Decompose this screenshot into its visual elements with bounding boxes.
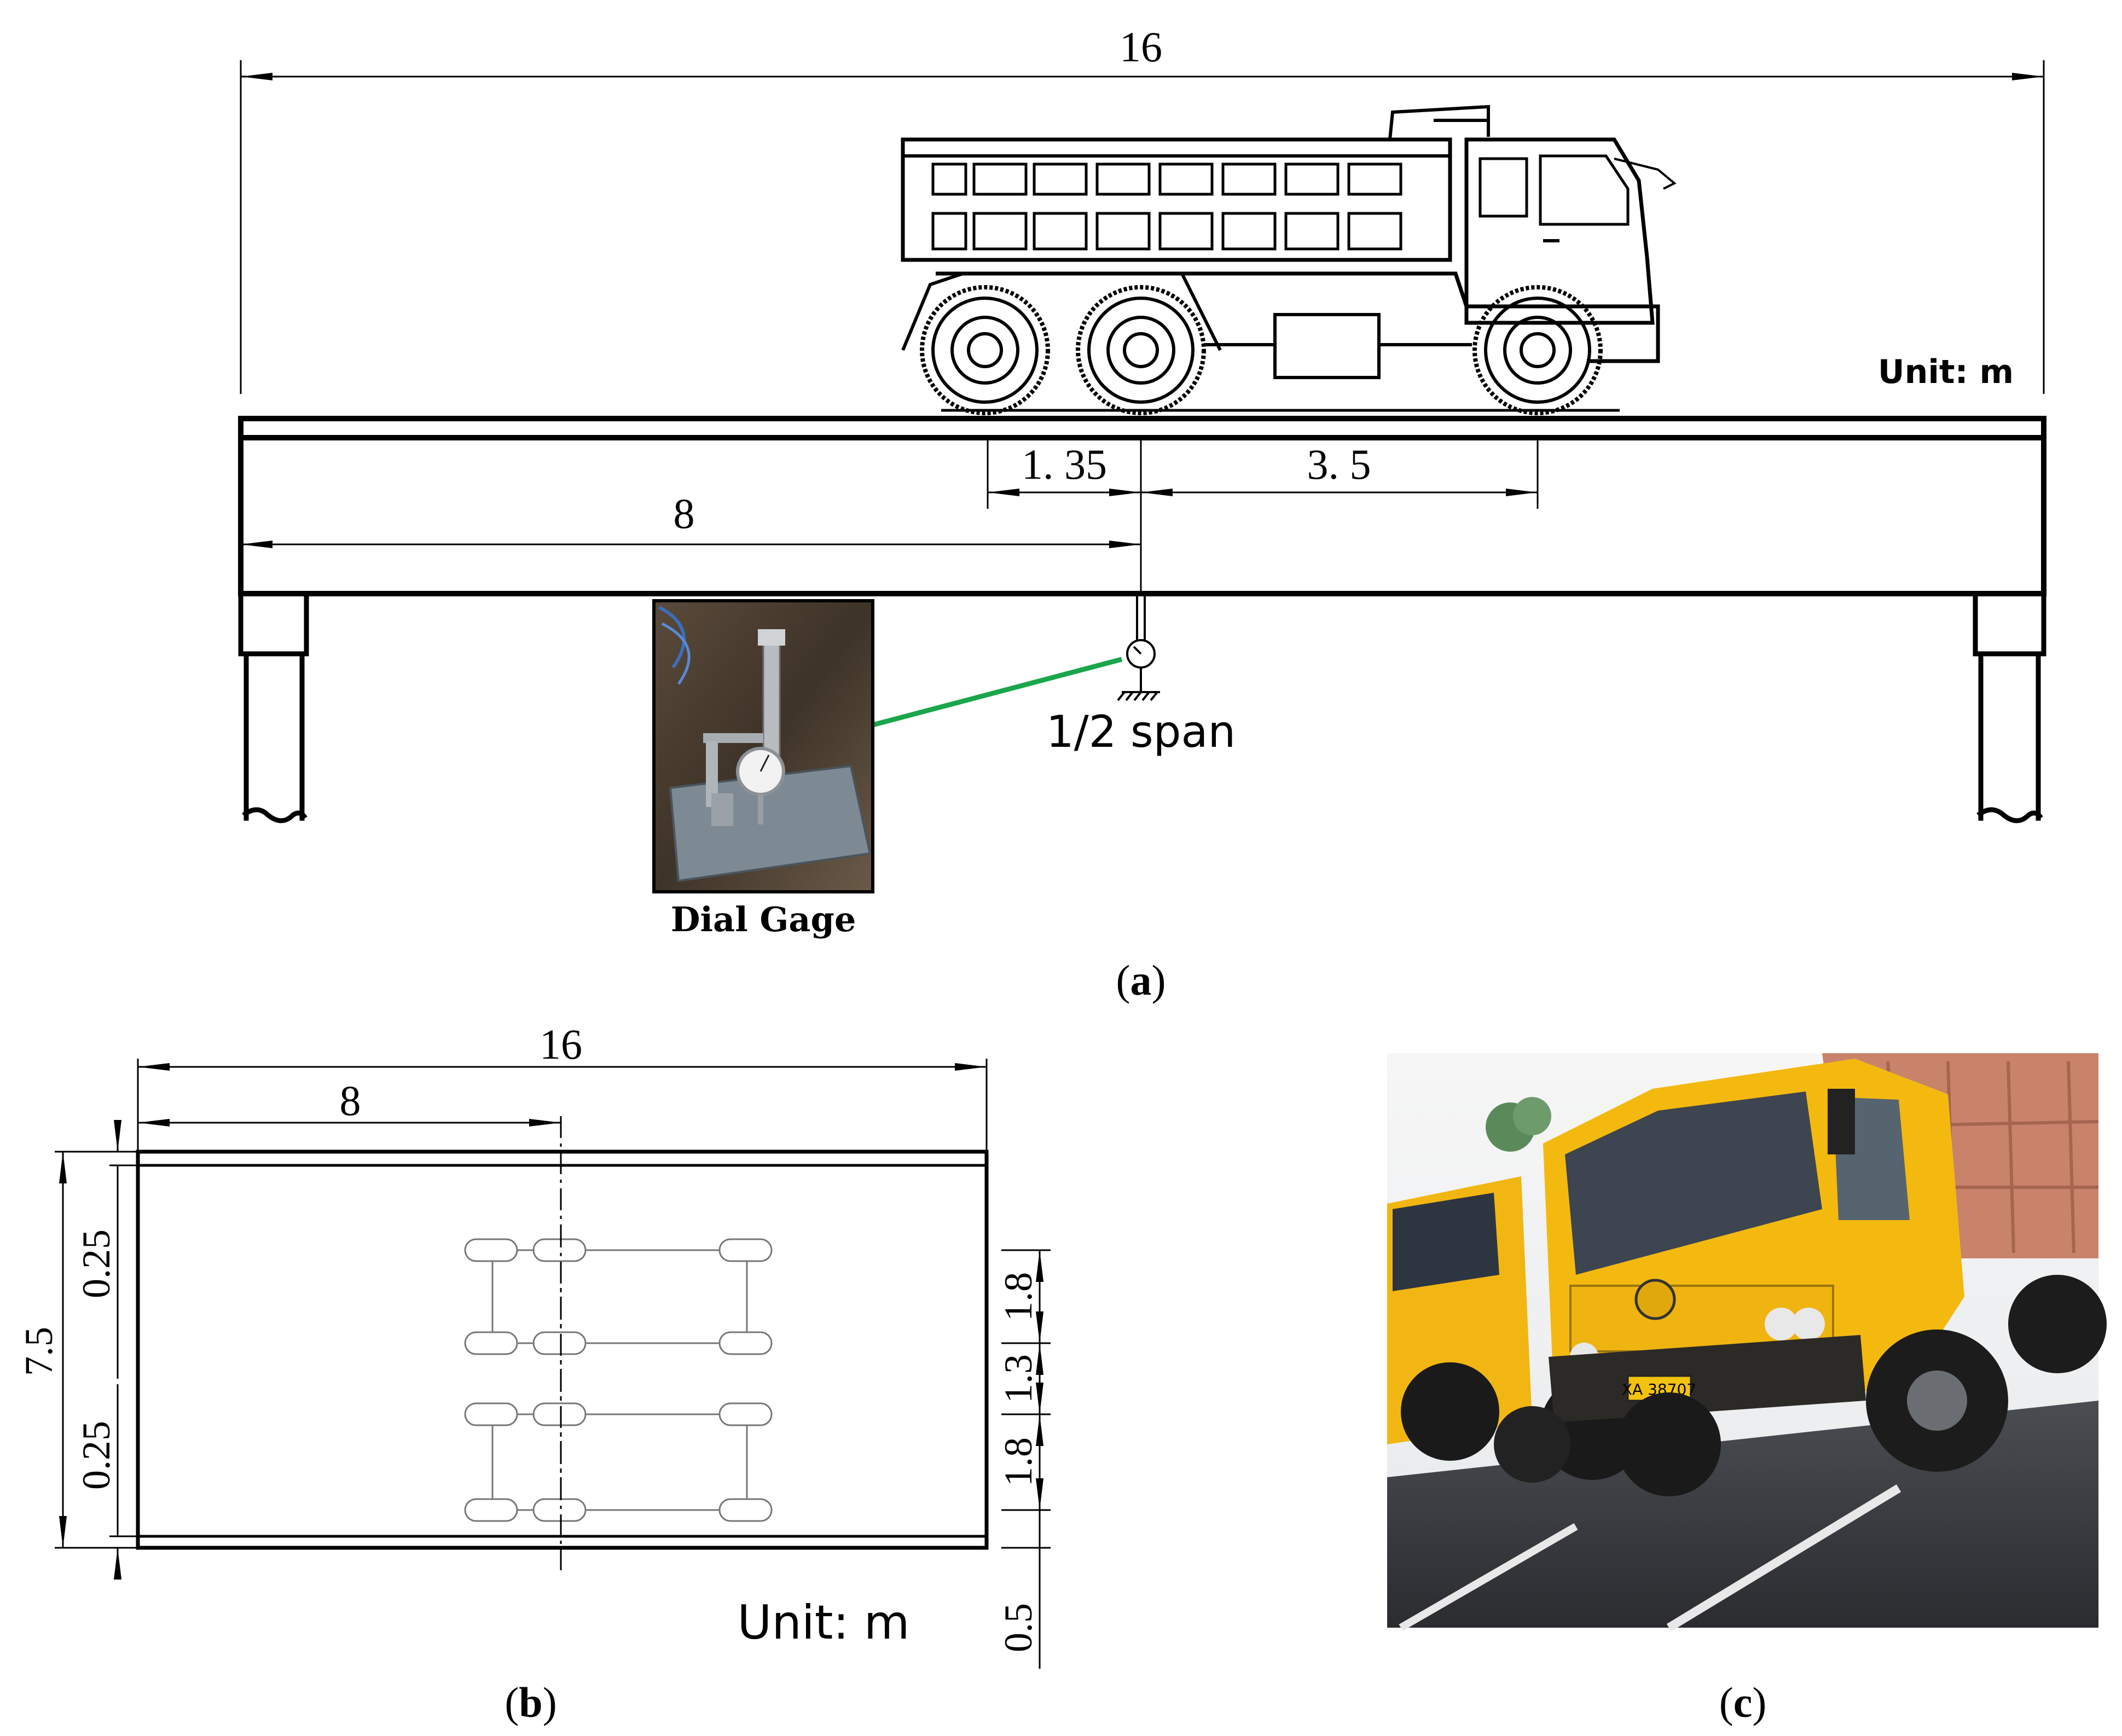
pier-left <box>238 594 309 823</box>
dial-gauge-symbol <box>1117 594 1160 701</box>
caption-c-close: ) <box>1752 1679 1766 1726</box>
dim-label-1-8-upper: 1.8 <box>996 1272 1040 1321</box>
wheel-footprints <box>464 1226 773 1532</box>
dim-midspan-a: 8 <box>241 490 1141 548</box>
gage-caption: Dial Gage <box>671 899 856 939</box>
dim-label-1-3: 1.3 <box>996 1354 1040 1403</box>
dim-axle-spacing: 1. 35 3. 5 <box>987 438 1539 594</box>
dim-label-7-5: 7.5 <box>17 1327 61 1376</box>
caption-b-open: ( <box>505 1679 519 1726</box>
dim-label-0-25-upper: 0.25 <box>74 1229 118 1298</box>
dim-label-16: 16 <box>1120 23 1162 71</box>
dim-right-b: 1.8 1.3 1.8 0.5 <box>996 1249 1051 1669</box>
truck-wheel-rear-2 <box>1076 285 1206 415</box>
truck-wheel-rear-1 <box>920 285 1050 415</box>
caption-a-close: ) <box>1152 956 1166 1004</box>
caption-c: (c) <box>1719 1679 1767 1726</box>
dim-label-8-a: 8 <box>674 490 695 537</box>
dim-label-1-8-lower: 1.8 <box>996 1437 1040 1487</box>
caption-b-close: ) <box>543 1679 557 1726</box>
truck-wheel-front <box>1472 285 1603 415</box>
pier-right <box>1973 594 2046 823</box>
caption-a: (a) <box>1116 956 1166 1004</box>
dim-label-0-25-lower: 0.25 <box>74 1421 118 1490</box>
panel-b: 16 8 <box>17 1020 1051 1726</box>
caption-b-letter: b <box>519 1679 542 1726</box>
dim-label-0-5: 0.5 <box>996 1603 1040 1652</box>
unit-label-b: Unit: m <box>737 1595 909 1650</box>
dim-label-1-35: 1. 35 <box>1022 440 1107 488</box>
dial-gage-photo <box>652 599 874 893</box>
dim-left-b: 7.5 0.25 0.25 <box>17 1120 138 1580</box>
span-label: 1/2 span <box>1046 706 1236 757</box>
caption-c-open: ( <box>1719 1679 1733 1726</box>
caption-a-open: ( <box>1116 956 1130 1004</box>
panel-a: 16 <box>238 23 2046 1004</box>
caption-c-letter: c <box>1733 1679 1753 1726</box>
deck-plan <box>136 1116 989 1570</box>
dump-truck-drawing <box>901 104 1677 415</box>
dim-label-8-b: 8 <box>340 1077 361 1124</box>
pointer-arrow <box>834 657 1123 743</box>
bridge-girder <box>238 416 2046 596</box>
caption-b: (b) <box>505 1679 556 1726</box>
dim-label-3-5: 3. 5 <box>1307 440 1371 488</box>
dim-total-length-a: 16 <box>240 23 2045 394</box>
dim-label-16-b: 16 <box>540 1020 582 1068</box>
caption-a-letter: a <box>1130 956 1152 1004</box>
panel-c-photo: XA 38707 (c) <box>1387 1053 2107 1726</box>
unit-label-a: Unit: m <box>1878 353 2014 391</box>
